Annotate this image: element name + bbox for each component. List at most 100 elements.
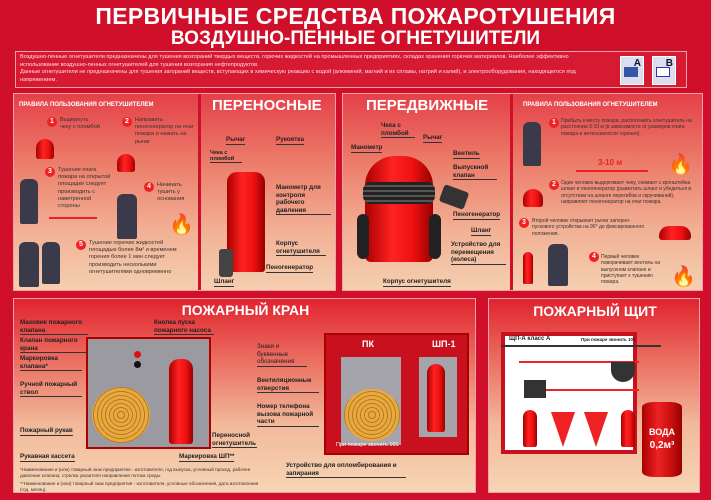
hook-icon xyxy=(519,361,639,363)
extinguisher-icon xyxy=(427,364,445,432)
label-valve-marking: Маркировка клапана* xyxy=(20,355,82,371)
portable-panel: ПРАВИЛА ПОЛЬЗОВАНИЯ ОГНЕТУШИТЕЛЕМ ПЕРЕНО… xyxy=(13,93,336,291)
label-gauge: Манометр xyxy=(351,144,383,153)
label-lever: Рычаг xyxy=(226,136,246,145)
label-foam-generator: Пеногенератор xyxy=(453,211,501,220)
label-hose: Шланг xyxy=(214,278,235,287)
step-text: Один человек выдергивает чеку, снимает с… xyxy=(561,180,692,205)
pk-sign: ПК xyxy=(362,339,374,349)
step-text: Прибыть к месту пожара, расположить огне… xyxy=(561,118,692,137)
label-signs: Знаки и буквенные обозначения xyxy=(257,343,307,367)
step-number: 4 xyxy=(144,182,154,192)
label-vents: Вентиляционные отверстия xyxy=(257,377,319,393)
portable-extinguisher xyxy=(169,359,193,444)
label-pin: Чека с пломбой xyxy=(210,150,242,163)
label-handle: Рукоятка xyxy=(276,136,304,145)
fire-bucket-icon xyxy=(584,412,608,447)
class-a-label: A xyxy=(633,58,641,69)
fire-class-b-icon: B xyxy=(652,56,676,85)
firefighter-figure xyxy=(19,242,39,287)
label-valve: Вентиль xyxy=(453,150,480,159)
step-number: 5 xyxy=(76,240,86,250)
label-pin: Чека с пломбой xyxy=(381,122,415,138)
step-text: Второй человек открывает рычаг запорно-п… xyxy=(532,218,645,237)
wheel xyxy=(429,214,441,259)
crowbar-icon xyxy=(501,345,661,347)
fire-icon: 🔥 xyxy=(668,154,693,176)
class-b-label: B xyxy=(665,58,673,69)
footnote-2: **Наименование и (или) товарный знак пре… xyxy=(20,481,259,492)
label-gauge: Манометр для контроля рабочего давления xyxy=(276,184,331,215)
distance-label: 3-10 м xyxy=(598,158,623,167)
fire-bucket-icon xyxy=(551,412,575,447)
mobile-extinguisher xyxy=(365,156,433,262)
extinguisher-icon xyxy=(523,410,537,447)
intro-text-2: Данные огнетушители не предназначены для… xyxy=(20,69,576,83)
fire-icon: 🔥 xyxy=(169,214,194,236)
foam-generator xyxy=(438,184,470,210)
water-barrel xyxy=(642,402,682,477)
firefighter-figure xyxy=(117,194,137,239)
portable-title: ПЕРЕНОСНЫЕ xyxy=(212,97,322,114)
shovel-handle xyxy=(524,389,639,391)
label-foam-generator: Пеногенератор xyxy=(266,264,314,273)
label-hose: Шланг xyxy=(471,227,492,236)
extinguisher-icon xyxy=(117,154,135,172)
firefighter-figure xyxy=(20,179,38,224)
water-label: ВОДА xyxy=(648,427,676,437)
intro-box: Воздушно-пенные огнетушители предназначе… xyxy=(15,51,687,88)
label-phone: Номер телефона вызова пожарной части xyxy=(257,403,319,427)
wind-arrow xyxy=(49,217,97,219)
page-title: ПЕРВИЧНЫЕ СРЕДСТВА ПОЖАРОТУШЕНИЯ xyxy=(95,3,616,29)
label-wheel: Маховик пожарного клапана xyxy=(20,319,88,335)
step-text: Направить пеногенератор на очаг пожара и… xyxy=(135,117,194,145)
label-pump-button: Кнопка пуска пожарного насоса xyxy=(154,319,214,335)
label-body: Корпус огнетушителя xyxy=(276,240,326,256)
water-volume: 0,2м³ xyxy=(649,440,675,451)
step-number: 2 xyxy=(549,180,559,190)
label-valve: Клапан пожарного крана xyxy=(20,337,88,353)
fire-icon: 🔥 xyxy=(671,266,696,288)
step-text: Выдернуть чеку с пломбой xyxy=(60,117,100,131)
extinguisher-icon xyxy=(523,189,543,207)
hydrant-title: ПОЖАРНЫЙ КРАН xyxy=(181,302,310,318)
step-number: 2 xyxy=(122,117,132,127)
step-text: Первый человек поворачивает вентиль на в… xyxy=(601,254,661,286)
footnote-1: *Наименование и (или) товарный знак пред… xyxy=(20,467,251,478)
shp-sign: ШП-1 xyxy=(432,339,456,349)
board-name: ЩП-А класс А xyxy=(509,336,551,342)
label-nozzle: Ручной пожарный ствол xyxy=(20,381,82,397)
wheel xyxy=(357,214,369,259)
label-shp-marking: Маркировка ШП** xyxy=(179,453,235,462)
label-wheels: Устройство для перемещения (колеса) xyxy=(451,241,506,265)
label-lever: Рычаг xyxy=(423,134,443,143)
call-number-sign: При пожаре звонить 101 xyxy=(336,442,399,448)
step-number: 3 xyxy=(45,167,55,177)
divider xyxy=(510,94,513,290)
foam-generator xyxy=(219,249,233,277)
mobile-title: ПЕРЕДВИЖНЫЕ xyxy=(366,97,489,114)
portable-rules-title: ПРАВИЛА ПОЛЬЗОВАНИЯ ОГНЕТУШИТЕЛЕМ xyxy=(19,102,154,108)
divider xyxy=(198,94,201,290)
extinguisher-icon xyxy=(36,139,54,159)
mobile-panel: ПЕРЕДВИЖНЫЕ ПРАВИЛА ПОЛЬЗОВАНИЯ ОГНЕТУШИ… xyxy=(342,93,703,291)
shield-title: ПОЖАРНЫЙ ЩИТ xyxy=(533,303,657,319)
label-body: Корпус огнетушителя xyxy=(383,278,451,287)
extinguisher-icon xyxy=(659,226,691,240)
hose-reel xyxy=(92,387,150,443)
step-text: Начинать тушить у основания xyxy=(157,182,185,203)
fire-class-a-icon: A xyxy=(620,56,644,85)
flat-shovel-icon xyxy=(524,380,546,398)
firefighter-figure xyxy=(523,122,541,166)
board-call-number: При пожаре звонить 101 xyxy=(581,337,636,342)
fire-shield-panel: ПОЖАРНЫЙ ЩИТ ЩП-А класс А При пожаре зво… xyxy=(488,298,700,493)
distance-arrow xyxy=(576,170,648,172)
step-number: 3 xyxy=(519,218,529,228)
mobile-rules-title: ПРАВИЛА ПОЛЬЗОВАНИЯ ОГНЕТУШИТЕЛЕМ xyxy=(523,102,658,108)
pump-button-icon xyxy=(134,361,141,368)
label-hose: Пожарный рукав xyxy=(20,427,73,436)
shovel-icon xyxy=(611,362,635,382)
extinguisher-icon xyxy=(523,252,533,284)
portable-extinguisher xyxy=(227,172,265,272)
firefighter-figure xyxy=(42,242,60,284)
